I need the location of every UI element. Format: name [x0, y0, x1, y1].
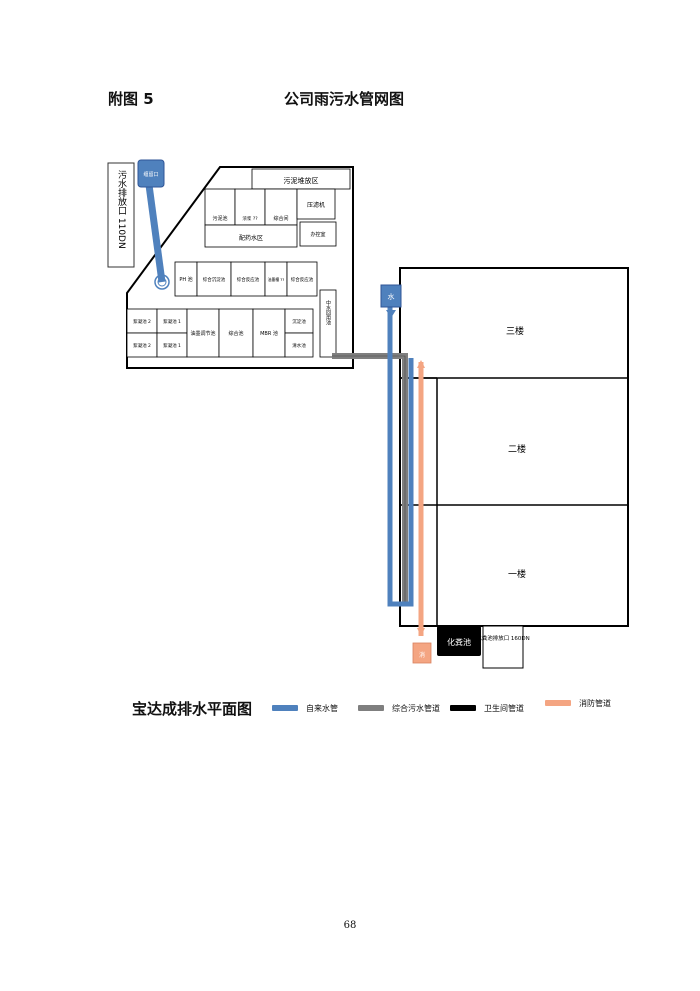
floor-3: 三楼: [506, 325, 524, 337]
floor-2: 二楼: [508, 443, 526, 455]
diagram-shape: [126, 332, 158, 358]
fire-box: [412, 642, 432, 664]
diagram-shape: [299, 221, 337, 247]
diagram-shape: [284, 332, 314, 358]
outlet-label-frame: [107, 162, 135, 268]
ph-tank: PH 池: [179, 276, 192, 283]
diagram-shape: [417, 360, 425, 368]
diagram-label: 消: [419, 651, 425, 659]
diagram-shape: [196, 261, 232, 297]
floor-1: 一楼: [508, 568, 526, 580]
regulating-tank: 综合池: [228, 330, 243, 337]
diagram-shape: [296, 188, 336, 220]
page-number: 68: [343, 920, 357, 931]
diagram-shape: [332, 355, 406, 604]
legend-toilet: 卫生间管道: [450, 701, 524, 715]
diagram-shape: [230, 261, 266, 297]
outlet-box: [137, 159, 165, 188]
precip-1: 絮凝池 1: [163, 318, 181, 325]
precip-1b: 絮凝池 1: [163, 342, 181, 349]
oil-separator: 油墨调节池: [190, 330, 215, 337]
mid-water-tank: 中水回用池: [325, 299, 331, 325]
mbr-tank: MBR 池: [260, 330, 278, 337]
diagram-shape: [386, 310, 396, 318]
diagram-label: 化粪池: [447, 637, 471, 647]
swatch-water: [272, 705, 298, 711]
oil-tank: 油墨槽 ??: [268, 277, 285, 282]
mix-tank-2: 综合反应池: [237, 276, 260, 283]
precip-2b: 絮凝池 2: [133, 342, 151, 349]
sewage-pipe: [332, 353, 408, 604]
diagram-shape: [252, 308, 286, 358]
swatch-fire: [545, 700, 571, 706]
clear-tank-2: 清水池: [292, 342, 306, 349]
outlet-manhole: [154, 274, 170, 290]
diagram-label: 缠留口: [143, 171, 158, 178]
diagram-label: 水: [388, 292, 395, 301]
clear-tank-1: 沉淀池: [292, 318, 306, 325]
office-room: 办控室: [310, 231, 325, 238]
diagram-shape: [157, 277, 167, 287]
legend-water: 自来水管: [272, 701, 338, 715]
legend-fire: 消防管道: [545, 696, 611, 710]
diagram-shape: [126, 308, 158, 334]
diagram-shape: [284, 308, 314, 334]
diagram-shape: [218, 308, 254, 358]
water-box: [380, 284, 402, 308]
diagram-shape: [156, 332, 188, 358]
septic-outlet-label: 化粪池排放口 160DN: [476, 634, 530, 642]
appendix-label: 附图 5: [108, 90, 154, 108]
swatch-sewage: [358, 705, 384, 711]
room-a: 浓浆 ??: [242, 215, 258, 222]
septic-tank: [437, 626, 481, 656]
mix-tank-1: 综合沉淀池: [203, 276, 226, 283]
water-pipe: [387, 306, 414, 607]
dosing-area: 配药水区: [239, 234, 263, 242]
diagram-shape: [204, 224, 298, 248]
swatch-toilet: [450, 705, 476, 711]
legend-title: 宝达成排水平面图: [132, 700, 253, 718]
diagram-shape: [319, 289, 337, 358]
outlet-pipe: [145, 184, 166, 283]
diagram-shape: [186, 308, 220, 358]
reaction-tank: 综合反应池: [291, 276, 314, 283]
page-title: 公司雨污水管网图: [284, 90, 405, 108]
building: [399, 267, 629, 627]
outlet-label: 污水排放口 110DN: [116, 169, 127, 249]
legend-sewage: 综合污水管道: [358, 701, 440, 715]
diagram-shape: [286, 261, 318, 297]
sludge-area: 污泥堆放区: [284, 176, 319, 185]
septic-outlet-box: [482, 625, 524, 669]
comprehensive-room: 综合间: [273, 215, 288, 222]
diagram-shape: [417, 628, 425, 636]
sludge-tank: 污泥池: [212, 215, 227, 222]
compressor-room: 压滤机: [307, 201, 325, 209]
precip-2: 絮凝池 2: [133, 318, 151, 325]
